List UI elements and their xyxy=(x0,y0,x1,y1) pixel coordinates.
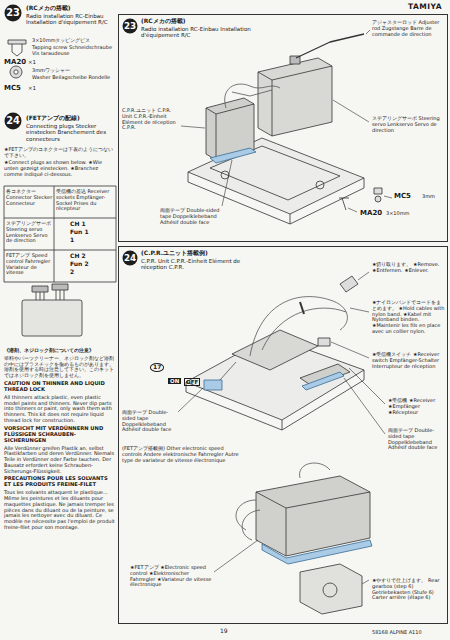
dimension: 3mm xyxy=(422,194,435,200)
quantity: ×1 xyxy=(28,85,36,91)
table-cell: Fun 2 xyxy=(70,261,110,268)
table-cell: CH 2 xyxy=(70,253,110,260)
leader-lines-esc xyxy=(214,540,369,584)
leader-lines-23 xyxy=(181,30,392,212)
caution-heading: 《溶剤、ネジロック剤についての注意》 xyxy=(4,348,116,354)
table-cell: Fun 1 xyxy=(70,229,110,236)
caution-text: 塗料やパーツクリーナー、ネジロック剤など溶剤の中にはプラスチックを傷めるものがあ… xyxy=(4,356,116,379)
note: ★Connect plugs as shown below. ★Wie unte… xyxy=(4,160,116,177)
caution-heading: VORSICHT MIT VERDÜNNERN UND FLÜSSIGEN SC… xyxy=(4,426,116,444)
step-number: 23 xyxy=(122,18,138,34)
step-heading: (FETアンプの配線) xyxy=(26,115,116,122)
part-label: ★受信機 ★Receiver ★Empfänger ★Récepteur xyxy=(388,398,446,415)
page-number: 19 xyxy=(220,628,228,635)
caution-text: All thinners attack plastic, even plasti… xyxy=(4,395,116,424)
dimension: 3×10mm xyxy=(386,211,409,217)
screw-icon xyxy=(8,40,26,56)
part-label: 両面テープ Double-sided tape Doppelklebeband … xyxy=(388,428,446,451)
switch-off: OFF xyxy=(184,378,200,386)
part-label: ★FETアンプ ★Electronic speed control ★Elekt… xyxy=(130,565,212,588)
caution-text: Tous les solvants attaquent le plastique… xyxy=(4,490,116,530)
step-subheading: C.P.R. Unit C.P.R.-Einheit Elément de ré… xyxy=(141,258,261,271)
circle-fill xyxy=(123,19,138,34)
step-subheading: Radio installation RC-Einbau Installatio… xyxy=(26,13,116,26)
step-number-text: 24 xyxy=(4,112,22,130)
kit-code: 58168 ALPINE A110 xyxy=(372,630,422,636)
leader-lines-24 xyxy=(178,272,385,434)
step-heading: (RCメカの搭載) xyxy=(141,18,261,25)
part-name: Tapping screw Schneidschraube Vis taraud… xyxy=(32,45,116,57)
quantity: ×1 xyxy=(28,59,36,65)
part-code: MC5 xyxy=(4,84,21,92)
washer-icon xyxy=(10,66,22,78)
receiver-sketch xyxy=(22,284,82,336)
circle-fill xyxy=(5,5,22,22)
brand-mark: TAMIYA xyxy=(408,3,442,12)
step-heading: (C.P.R.ユニット搭載例) xyxy=(141,250,281,257)
note: ★切り取ります。 ★Remove. ★Entfernen. ★Enlever. xyxy=(372,262,446,274)
chassis-24 xyxy=(186,276,364,430)
screws-23 xyxy=(339,188,382,210)
step-subheading: Connecting plugs Stecker einstecken Bran… xyxy=(26,123,116,142)
speed-control xyxy=(236,463,372,564)
table-cell: 各コネクター Connector Stecker Connecteur xyxy=(6,189,53,206)
switch-on: ON xyxy=(168,378,181,384)
step-number-text: 23 xyxy=(122,18,138,34)
step-heading: (RCメカの搭載) xyxy=(26,5,116,12)
part-code: MA20 xyxy=(4,58,26,66)
step-number: 24 xyxy=(122,250,138,266)
callout-number: 17 xyxy=(150,363,164,372)
part-label: アジャスターロッド Adjuster rod Zugstange Barre d… xyxy=(372,20,446,37)
section-heading: (FETアンプ搭載例) Other electronic speed contr… xyxy=(122,446,242,463)
part-name: 3×10mmタッピングビス xyxy=(32,38,116,44)
table-cell: ステアリングサーボ Steering servo Lenkservo Servo… xyxy=(6,221,53,244)
step-number: 23 xyxy=(4,4,22,22)
part-label: C.P.R.ユニット C.P.R. Unit C.P.R.-Einheit El… xyxy=(122,108,179,131)
connector-table xyxy=(4,186,116,282)
step-number-text: 24 xyxy=(122,250,138,266)
step-number: 24 xyxy=(4,112,22,130)
part-label: 両面テープ Double-sided tape Doppelklebeband … xyxy=(160,208,222,225)
note: ★ナイロンバンドでコードをまとめます。 ★Hold cables with ny… xyxy=(372,300,446,335)
caution-heading: CAUTION ON THINNER AND LIQUID THREAD LOC… xyxy=(4,381,116,393)
table-cell: FETアンプ Speed control Fahrregler Variateu… xyxy=(6,253,53,276)
part-name: Washer Beilagscheibe Rondelle xyxy=(32,75,116,81)
part-label: ★受信機スイッチ ★Receiver switch Empfänger-Scha… xyxy=(372,352,446,369)
circle-fill xyxy=(123,251,138,266)
part-label: ステアリングサーボ Steering servo Lenkservo Servo… xyxy=(372,116,446,133)
table-cell: 受信機の差込 Receiver sockets Empfänger-Sockel… xyxy=(56,189,114,212)
table-cell: 2 xyxy=(70,269,110,276)
part-name: 3mmワッシャー xyxy=(32,68,116,74)
circle-fill xyxy=(5,113,22,130)
cpr-unit xyxy=(206,84,280,163)
table-cell: CH 1 xyxy=(70,221,110,228)
part-code: MC5 xyxy=(394,192,411,200)
part-label: 両面テープ Double-sided tape Doppelklebeband … xyxy=(122,410,177,433)
part-code: MA20 xyxy=(360,209,382,217)
table-cell: 1 xyxy=(70,237,110,244)
caution-heading: PRECAUTIONS POUR LES SOLVANTS ET LES PRO… xyxy=(4,476,116,488)
note: ★FETアンプのコネクターは下表のようにつないで下さい。 xyxy=(4,147,116,159)
step-subheading: Radio installation RC-Einbau Installatio… xyxy=(141,26,251,39)
rear-gearbox xyxy=(300,564,362,614)
step-number-text: 23 xyxy=(4,4,22,22)
part-label: ★やすりで仕上げます。 Rear gearbox (step 6) Getrie… xyxy=(372,578,446,601)
caution-text: Alle Verdünner greifen Plastik an, selbs… xyxy=(4,446,116,475)
